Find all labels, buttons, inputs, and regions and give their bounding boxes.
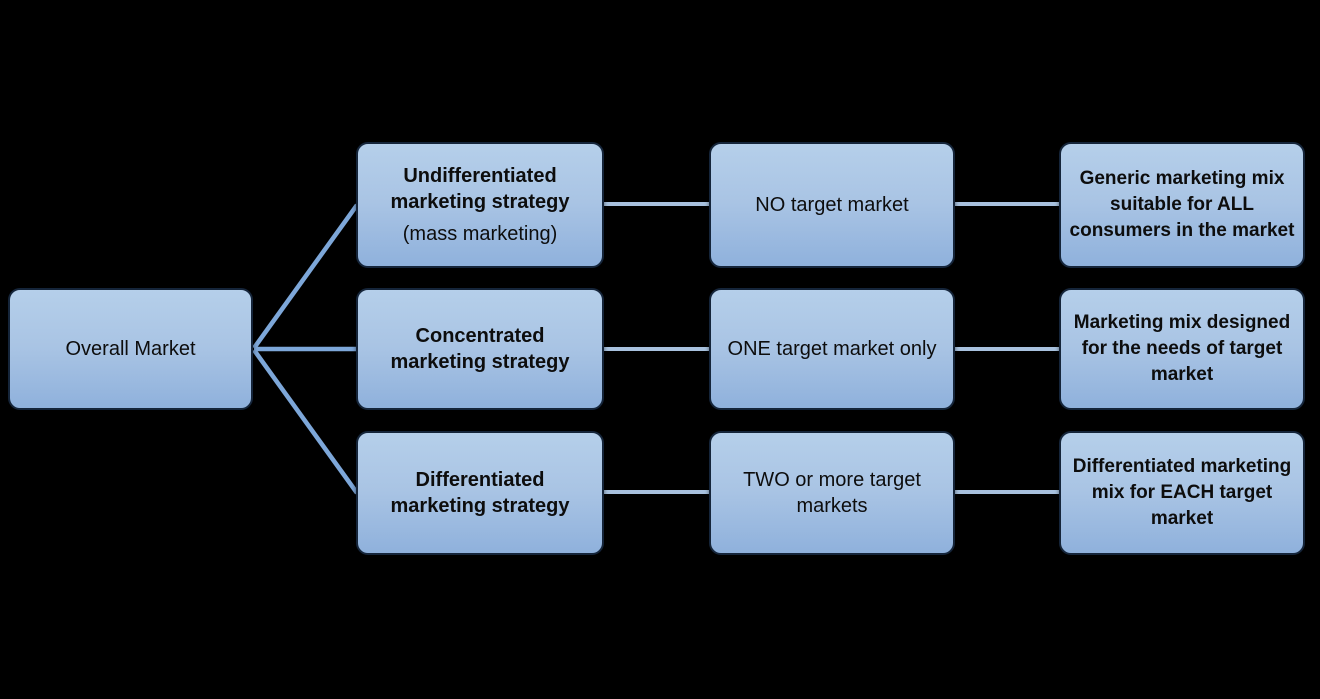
mix-label-differentiated-each: Differentiated marketing mix for EACH ta…	[1072, 456, 1292, 529]
strategy-label-concentrated: Concentrated marketing strategy	[390, 325, 570, 373]
strategy-label-differentiated: Differentiated marketing strategy	[390, 469, 570, 517]
strategy-box-undifferentiated: Undifferentiated marketing strategy (mas…	[356, 142, 604, 268]
target-label-no-target: NO target market	[755, 193, 909, 216]
overall-market-box: Overall Market	[8, 288, 253, 410]
target-box-one-target: ONE target market only	[709, 288, 955, 410]
overall-market-label: Overall Market	[65, 337, 196, 360]
connector-root-to-undifferentiated	[252, 203, 359, 350]
mix-box-designed-for-needs: Marketing mix designed for the needs of …	[1059, 288, 1305, 410]
strategy-label-undifferentiated: Undifferentiated marketing strategy	[390, 165, 570, 213]
target-label-two-or-more: TWO or more target markets	[743, 468, 921, 517]
mix-box-differentiated-each: Differentiated marketing mix for EACH ta…	[1059, 431, 1305, 555]
mix-label-generic: Generic marketing mix suitable for ALL c…	[1069, 168, 1295, 241]
target-box-no-target: NO target market	[709, 142, 955, 268]
strategy-box-differentiated: Differentiated marketing strategy	[356, 431, 604, 555]
target-label-one-target: ONE target market only	[727, 337, 937, 360]
connector-root-to-differentiated	[252, 348, 359, 495]
strategy-note-mass-marketing: (mass marketing)	[402, 223, 558, 245]
target-box-two-or-more: TWO or more target markets	[709, 431, 955, 555]
mix-box-generic: Generic marketing mix suitable for ALL c…	[1059, 142, 1305, 268]
strategy-box-concentrated: Concentrated marketing strategy	[356, 288, 604, 410]
mix-label-designed-for-needs: Marketing mix designed for the needs of …	[1073, 312, 1291, 385]
